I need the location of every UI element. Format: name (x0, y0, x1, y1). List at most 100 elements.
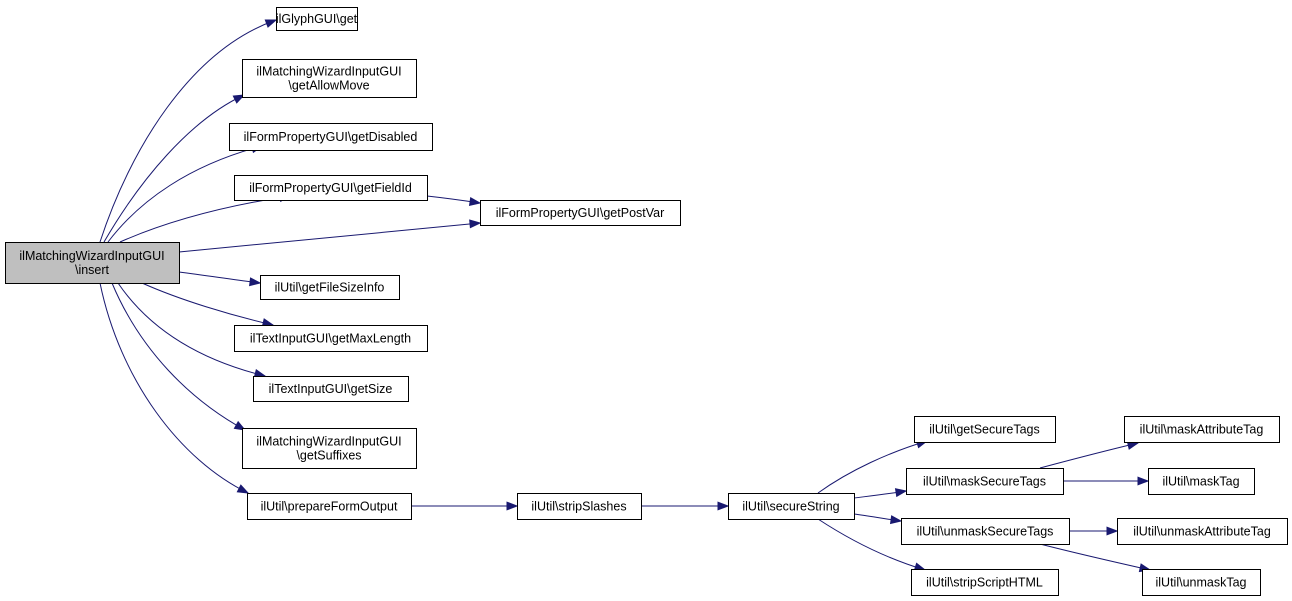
node-getSuffixes[interactable]: ilMatchingWizardInputGUI\getSuffixes (242, 428, 417, 469)
edge-insert-to-glyph_get (99, 19, 278, 243)
edge-line (111, 282, 246, 431)
node-box (914, 416, 1056, 443)
edge-line (817, 518, 926, 571)
node-box (276, 7, 358, 31)
node-label: ilUtil\unmaskTag (1155, 576, 1246, 590)
node-box (234, 175, 428, 201)
node-box (1117, 518, 1288, 545)
node-label: ilUtil\unmaskSecureTags (917, 525, 1054, 539)
node-label: ilUtil\getSecureTags (929, 423, 1039, 437)
arrowhead-icon (469, 219, 482, 229)
node-label: ilUtil\maskAttributeTag (1140, 423, 1264, 437)
arrowhead-icon (1137, 476, 1150, 486)
edge-insert-to-getFileSizeInfo (178, 271, 262, 287)
node-label: ilUtil\maskSecureTags (923, 475, 1046, 489)
node-unmaskTag[interactable]: ilUtil\unmaskTag (1142, 569, 1261, 596)
node-insert[interactable]: ilMatchingWizardInputGUI\insert (5, 242, 180, 284)
arrowhead-icon (249, 277, 262, 287)
node-box (5, 242, 180, 284)
node-glyph_get[interactable]: ilGlyphGUI\get (276, 7, 358, 31)
arrowhead-icon (232, 94, 246, 104)
node-getDisabled[interactable]: ilFormPropertyGUI\getDisabled (229, 123, 433, 151)
edge-line (107, 145, 263, 243)
edge-stripSlashes-to-secureString (641, 501, 730, 511)
node-box (906, 468, 1064, 495)
edge-insert-to-getSuffixes (111, 282, 247, 431)
node-box (517, 493, 642, 520)
arrowhead-icon (889, 515, 903, 525)
arrowhead-icon (894, 488, 908, 498)
node-unmaskSecureTags[interactable]: ilUtil\unmaskSecureTags (901, 518, 1070, 545)
arrowhead-icon (1106, 526, 1119, 536)
node-box (242, 59, 417, 98)
node-unmaskAttributeTag[interactable]: ilUtil\unmaskAttributeTag (1117, 518, 1288, 545)
edge-line (103, 94, 245, 243)
node-box (242, 428, 417, 469)
nodes-layer: ilMatchingWizardInputGUI\insert ilGlyphGU… (5, 7, 1288, 596)
node-box (260, 275, 400, 300)
node-getFieldId[interactable]: ilFormPropertyGUI\getFieldId (234, 175, 428, 201)
edge-line (1039, 442, 1139, 469)
edge-maskSecureTags-to-maskAttributeTag (1039, 441, 1140, 469)
node-label: ilGlyphGUI\get (276, 12, 358, 26)
arrowhead-icon (717, 501, 730, 511)
edge-line (141, 282, 274, 326)
node-stripScriptHTML[interactable]: ilUtil\stripScriptHTML (911, 569, 1059, 596)
node-label: ilUtil\unmaskAttributeTag (1133, 525, 1271, 539)
node-label: ilUtil\prepareFormOutput (261, 500, 398, 514)
node-label: ilUtil\stripSlashes (531, 500, 626, 514)
node-prepareFormOutput[interactable]: ilUtil\prepareFormOutput (247, 493, 412, 520)
edge-line (99, 282, 249, 494)
node-box (1124, 416, 1280, 443)
edge-getFieldId-to-getPostVar (426, 195, 482, 206)
node-label: ilMatchingWizardInputGUI (256, 65, 401, 79)
edge-prepareFormOutput-to-stripSlashes (411, 501, 519, 511)
node-box (480, 200, 681, 226)
node-getFileSizeInfo[interactable]: ilUtil\getFileSizeInfo (260, 275, 400, 300)
node-getPostVar[interactable]: ilFormPropertyGUI\getPostVar (480, 200, 681, 226)
edge-insert-to-getAllowMove (103, 94, 246, 243)
node-label: ilMatchingWizardInputGUI (256, 435, 401, 449)
node-label: \getSuffixes (296, 449, 361, 463)
edge-unmaskSecureTags-to-unmaskTag (1039, 543, 1152, 573)
node-label: ilFormPropertyGUI\getPostVar (496, 206, 665, 220)
edge-insert-to-prepareFormOutput (99, 282, 250, 494)
node-label: ilUtil\getFileSizeInfo (275, 281, 385, 295)
node-box (234, 325, 428, 352)
arrowhead-icon (264, 19, 278, 28)
node-label: ilFormPropertyGUI\getDisabled (244, 130, 418, 144)
node-box (911, 569, 1059, 596)
node-box (1142, 569, 1261, 596)
node-box (901, 518, 1070, 545)
node-getMaxLength[interactable]: ilTextInputGUI\getMaxLength (234, 325, 428, 352)
edge-line (178, 271, 261, 284)
edge-insert-to-getFieldId (119, 193, 292, 243)
edge-insert-to-getMaxLength (141, 282, 275, 327)
node-box (1148, 468, 1255, 495)
arrowhead-icon (468, 196, 482, 206)
edge-maskSecureTags-to-maskTag (1063, 476, 1150, 486)
arrowhead-icon (236, 484, 250, 494)
arrowhead-icon (233, 420, 247, 431)
edge-line (178, 222, 481, 253)
edge-line (117, 282, 266, 377)
edge-insert-to-getPostVar (178, 219, 482, 253)
node-label: ilFormPropertyGUI\getFieldId (249, 181, 412, 195)
node-maskAttributeTag[interactable]: ilUtil\maskAttributeTag (1124, 416, 1280, 443)
node-secureString[interactable]: ilUtil\secureString (728, 493, 855, 520)
edge-line (817, 440, 928, 494)
node-maskTag[interactable]: ilUtil\maskTag (1148, 468, 1255, 495)
node-label: ilUtil\maskTag (1162, 475, 1239, 489)
node-box (247, 493, 412, 520)
node-box (229, 123, 433, 151)
edge-unmaskSecureTags-to-unmaskAttributeTag (1069, 526, 1119, 536)
node-box (728, 493, 855, 520)
node-label: ilTextInputGUI\getSize (269, 382, 393, 396)
node-getSize[interactable]: ilTextInputGUI\getSize (253, 376, 409, 402)
node-maskSecureTags[interactable]: ilUtil\maskSecureTags (906, 468, 1064, 495)
edge-secureString-to-unmaskSecureTags (853, 513, 903, 525)
node-stripSlashes[interactable]: ilUtil\stripSlashes (517, 493, 642, 520)
node-getAllowMove[interactable]: ilMatchingWizardInputGUI\getAllowMove (242, 59, 417, 98)
node-getSecureTags[interactable]: ilUtil\getSecureTags (914, 416, 1056, 443)
